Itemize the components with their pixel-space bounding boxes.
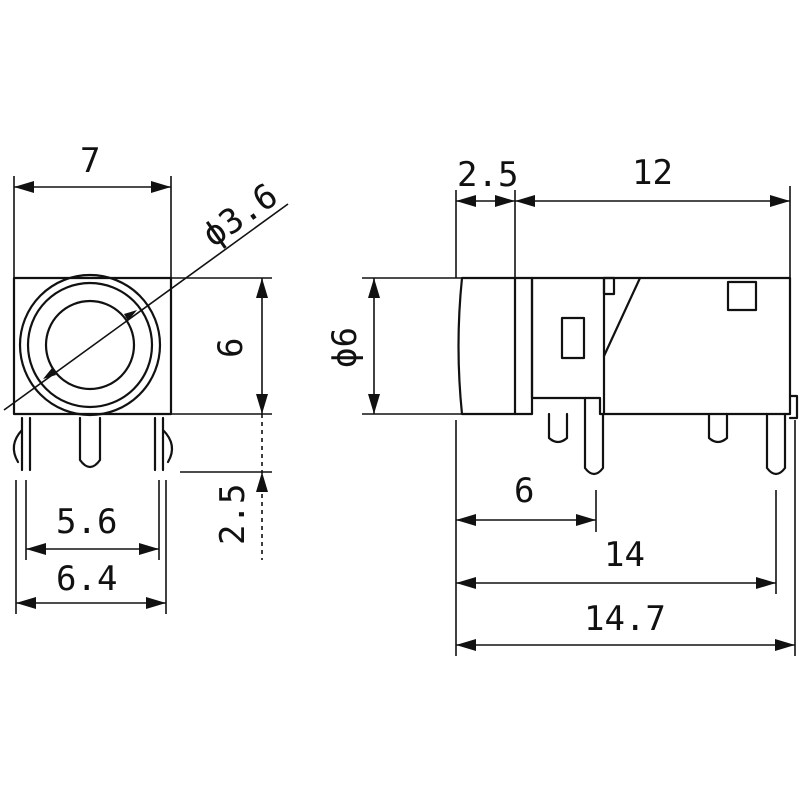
side-window-right — [726, 280, 758, 312]
side-collar — [513, 276, 534, 416]
side-body-length-label: 12 — [632, 153, 673, 193]
front-jack-mid-ring — [26, 281, 154, 409]
pin-height-label: 2.5 — [213, 484, 253, 545]
side-dia-arrow-b — [368, 394, 380, 414]
side-pin-span-arrow-l — [456, 577, 476, 589]
side-overall-length-label: 14.7 — [584, 599, 666, 639]
side-rear-clip — [788, 394, 799, 420]
front-jack-hole — [44, 299, 136, 391]
side-front-depth-label: 2.5 — [457, 155, 518, 195]
pin-height-arrow — [256, 472, 268, 492]
side-pin-span-arrow-r — [756, 577, 776, 589]
side-pin-3 — [707, 412, 729, 444]
pin-inner-span-label: 5.6 — [56, 502, 117, 542]
side-front-arrow-r — [495, 195, 515, 207]
front-left-pin — [12, 416, 32, 472]
pin-outer-arrow-r — [146, 597, 166, 609]
side-pin-4 — [765, 412, 787, 476]
side-pin-2 — [583, 396, 605, 476]
hole-diameter-label: ϕ3.6 — [195, 176, 285, 256]
pin-outer-span-label: 6.4 — [56, 559, 117, 599]
pin-outer-arrow-l — [16, 597, 36, 609]
front-width-label: 7 — [80, 141, 100, 181]
side-front-arrow-l — [456, 195, 476, 207]
front-height-arrow-t — [256, 278, 268, 298]
side-front-cap — [457, 276, 517, 416]
front-jack-outer-ring — [18, 273, 162, 417]
side-body-arrow-r — [770, 195, 790, 207]
side-pin-1 — [547, 412, 569, 444]
hole-diameter-arrow-1 — [124, 310, 137, 321]
pin-inner-arrow-l — [26, 543, 46, 555]
front-view: 7 ϕ3.6 6 2.5 5.6 6.4 — [3, 141, 289, 614]
side-overall-arrow-r — [775, 639, 795, 651]
side-pin-offset-arrow-l — [456, 514, 476, 526]
side-window-left — [560, 316, 586, 360]
front-width-arrow-l — [14, 181, 34, 193]
side-pin-offset-arrow-r — [576, 514, 596, 526]
side-dia-arrow-t — [368, 278, 380, 298]
front-width-arrow-r — [151, 181, 171, 193]
front-height-arrow-b — [256, 394, 268, 414]
side-overall-arrow-l — [456, 639, 476, 651]
side-body-arrow-l — [515, 195, 535, 207]
side-pin-span-label: 14 — [604, 535, 645, 575]
side-top-tab — [602, 276, 616, 296]
front-center-pin — [78, 416, 102, 469]
side-pin-offset-label: 6 — [514, 471, 534, 511]
side-diameter-label: ϕ6 — [325, 327, 365, 368]
pin-inner-arrow-r — [139, 543, 159, 555]
hole-diameter-arrow-2 — [43, 368, 56, 379]
front-right-pin — [153, 416, 174, 472]
side-body — [530, 276, 792, 416]
side-body-slant — [602, 276, 642, 358]
side-view: 2.5 12 ϕ6 6 14 14.7 — [325, 153, 799, 656]
front-height-label: 6 — [211, 338, 251, 358]
